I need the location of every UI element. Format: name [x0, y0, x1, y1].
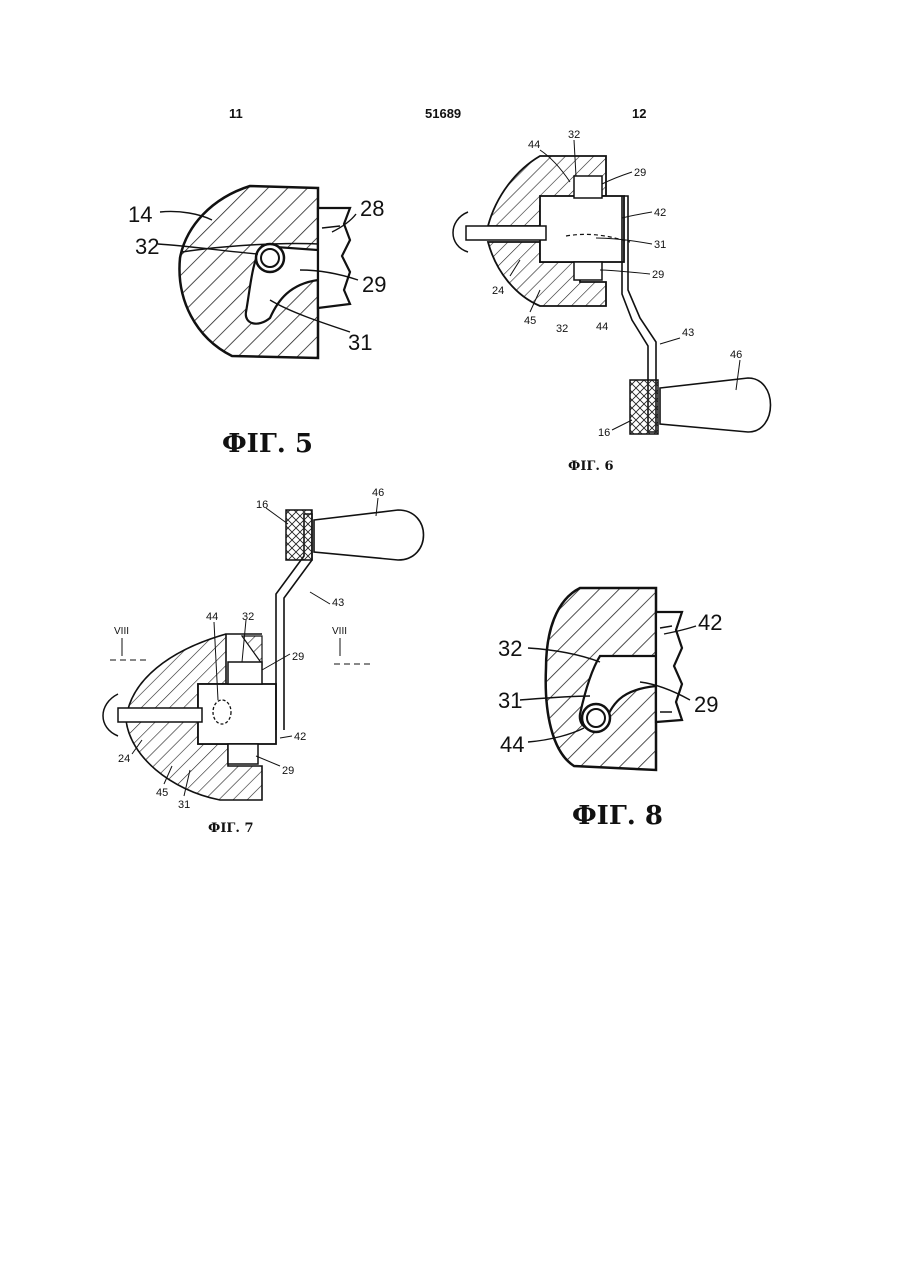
- fig6-label-32-bottom: 32: [556, 323, 568, 335]
- figure-6: 44 32 29 42 31 24 29 45 32 44 43 46 16 Ф…: [453, 129, 771, 474]
- fig7-label-24: 24: [118, 753, 130, 765]
- fig5-part-29: [318, 208, 350, 308]
- fig6-bearing-16: [630, 380, 658, 434]
- fig6-label-46: 46: [730, 349, 742, 361]
- fig8-label-42: 42: [698, 610, 722, 635]
- fig5-label-32: 32: [135, 234, 159, 259]
- fig8-label-44: 44: [500, 732, 524, 757]
- fig6-label-24: 24: [492, 285, 504, 297]
- fig7-label-29-bottom: 29: [282, 765, 294, 777]
- fig5-label-29: 29: [362, 272, 386, 297]
- fig5-label-14: 14: [128, 202, 152, 227]
- fig6-caption: ФІГ. 6: [568, 459, 614, 474]
- fig5-label-31: 31: [348, 330, 372, 355]
- fig6-label-31: 31: [654, 239, 666, 251]
- fig8-label-32: 32: [498, 636, 522, 661]
- fig8-caption: ФІГ. 8: [572, 801, 663, 831]
- fig6-shaft-24: [466, 226, 546, 240]
- fig8-part-42: [656, 612, 682, 722]
- fig7-label-43: 43: [332, 597, 344, 609]
- fig7-rotation-arrow: [103, 694, 118, 736]
- fig6-handle-46: [660, 378, 771, 432]
- fig7-label-42: 42: [294, 731, 306, 743]
- fig7-block-29-bottom: [228, 744, 258, 764]
- fig7-bearing-16: [286, 510, 312, 560]
- fig7-caption: ФІГ. 7: [208, 821, 254, 836]
- fig7-section-mark-left: VIII: [114, 626, 129, 637]
- figure-7: 16 46 43 44 32 29 42 29 24 45 31 VIII VI…: [103, 487, 424, 836]
- fig7-cylinder-42: [198, 684, 276, 744]
- fig6-cylinder-42: [540, 196, 624, 262]
- fig5-pin-inner: [261, 249, 279, 267]
- fig7-block-29-top: [228, 662, 262, 684]
- fig5-caption: ФІГ. 5: [222, 429, 313, 459]
- fig7-label-29-top: 29: [292, 651, 304, 663]
- fig5-label-28: 28: [360, 196, 384, 221]
- fig7-label-45: 45: [156, 787, 168, 799]
- fig8-label-29: 29: [694, 692, 718, 717]
- fig6-block-29-bottom: [574, 262, 602, 280]
- fig7-label-31: 31: [178, 799, 190, 811]
- fig7-shaft-24: [118, 708, 202, 722]
- fig6-label-42: 42: [654, 207, 666, 219]
- fig6-block-29-top: [574, 176, 602, 198]
- fig6-label-45: 45: [524, 315, 536, 327]
- fig7-label-32: 32: [242, 611, 254, 623]
- fig7-pin-44: [213, 700, 231, 724]
- fig6-label-43: 43: [682, 327, 694, 339]
- fig7-label-16: 16: [256, 499, 268, 511]
- figure-5: 14 32 28 29 31 ФІГ. 5: [128, 186, 386, 459]
- fig6-label-44-bottom: 44: [596, 321, 608, 333]
- fig8-pin-inner: [587, 709, 605, 727]
- fig8-label-31: 31: [498, 688, 522, 713]
- fig7-label-44: 44: [206, 611, 218, 623]
- figure-8: 42 32 31 29 44 ФІГ. 8: [498, 588, 722, 831]
- fig6-label-16: 16: [598, 427, 610, 439]
- fig7-handle-46: [314, 510, 424, 560]
- fig7-label-46: 46: [372, 487, 384, 499]
- fig6-label-32-top: 32: [568, 129, 580, 141]
- fig6-label-44-top: 44: [528, 139, 540, 151]
- fig6-label-29-top: 29: [634, 167, 646, 179]
- fig7-section-mark-right: VIII: [332, 626, 347, 637]
- fig6-label-29-bottom: 29: [652, 269, 664, 281]
